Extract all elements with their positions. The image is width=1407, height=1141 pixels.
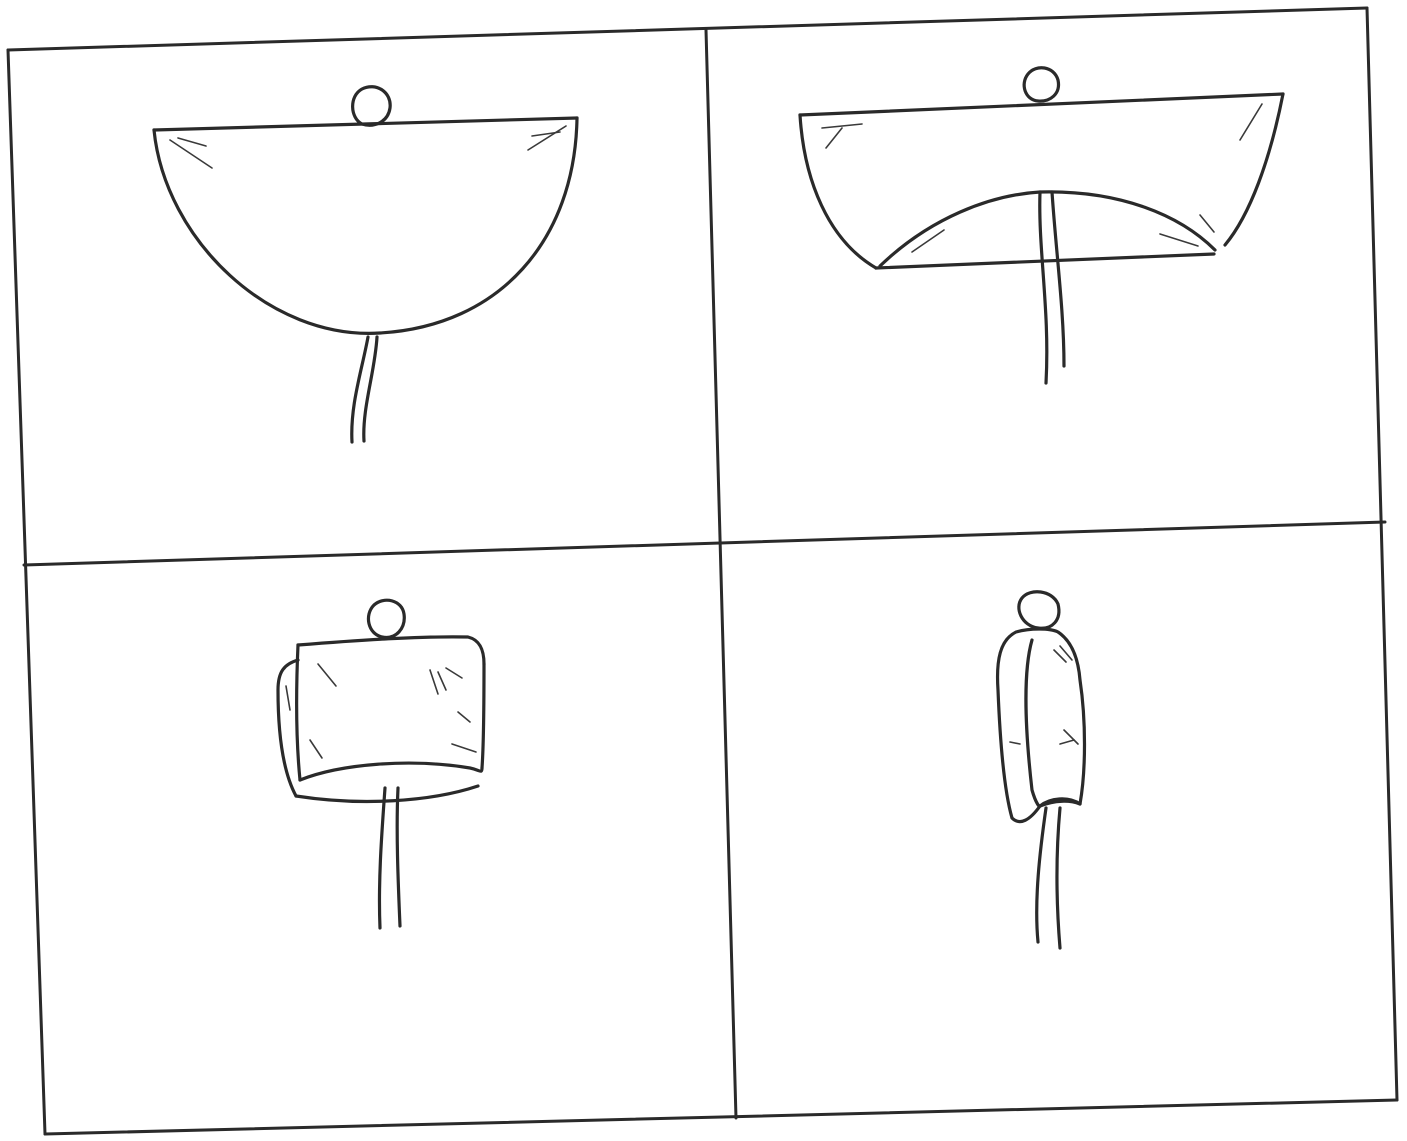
fold-mark-left-1 xyxy=(170,140,212,168)
cord-right xyxy=(1052,192,1064,366)
head-circle xyxy=(1019,592,1059,629)
panel-3-step xyxy=(278,600,484,928)
panel-4-step xyxy=(998,592,1085,948)
frame-bottom-edge xyxy=(45,1100,1397,1134)
bundle-inner-fold xyxy=(1026,640,1040,806)
fabric-bottom-edge xyxy=(876,254,1214,268)
divider-horizontal xyxy=(24,522,1385,565)
head-circle xyxy=(1024,68,1058,101)
roll-front-right xyxy=(482,664,484,768)
fold-mark-4 xyxy=(446,668,462,678)
cord-right xyxy=(1057,808,1060,948)
head-circle xyxy=(368,600,404,637)
fabric-left-side xyxy=(800,115,876,268)
fabric-semicircle xyxy=(154,118,577,333)
cord-left xyxy=(1040,192,1047,383)
fold-mark-right-2 xyxy=(532,132,560,136)
roll-front-left xyxy=(297,645,300,780)
bundle-outline xyxy=(998,629,1085,822)
panel-1-step xyxy=(154,87,577,442)
divider-vertical xyxy=(706,30,736,1118)
fold-mark-4 xyxy=(1010,742,1020,744)
fold-mark-right-1 xyxy=(1240,104,1262,140)
fabric-top-edge xyxy=(154,118,577,130)
panel-2-step xyxy=(800,68,1283,383)
cord-left xyxy=(379,788,385,928)
fold-mark-inner-left xyxy=(912,230,944,252)
fold-mark-8 xyxy=(286,686,290,710)
panel-grid xyxy=(8,8,1397,1134)
fold-mark-right-1 xyxy=(528,126,566,150)
fold-mark-6 xyxy=(458,712,470,722)
cord-right xyxy=(397,788,400,926)
fold-mark-left-2 xyxy=(826,128,842,148)
roll-front-top xyxy=(298,637,484,664)
fold-mark-inner-right xyxy=(1160,234,1198,246)
head-circle xyxy=(353,87,391,125)
fold-mark-1 xyxy=(318,664,336,686)
frame-left-edge xyxy=(8,50,45,1134)
roll-back-left xyxy=(278,660,298,796)
fold-mark-3 xyxy=(438,672,446,690)
fold-mark-5 xyxy=(310,740,322,758)
fold-mark-right-2 xyxy=(1200,215,1214,232)
cord-left xyxy=(1037,808,1046,942)
fold-mark-2 xyxy=(430,670,438,694)
fold-mark-5 xyxy=(1060,740,1074,744)
frame-top-edge xyxy=(8,8,1367,50)
fabric-top-edge xyxy=(800,94,1283,115)
roll-bottom-back xyxy=(296,786,478,801)
frame-right-edge xyxy=(1367,8,1397,1100)
fold-mark-7 xyxy=(452,744,476,752)
fold-mark-left-2 xyxy=(178,138,206,146)
roll-bottom-front xyxy=(300,763,482,780)
